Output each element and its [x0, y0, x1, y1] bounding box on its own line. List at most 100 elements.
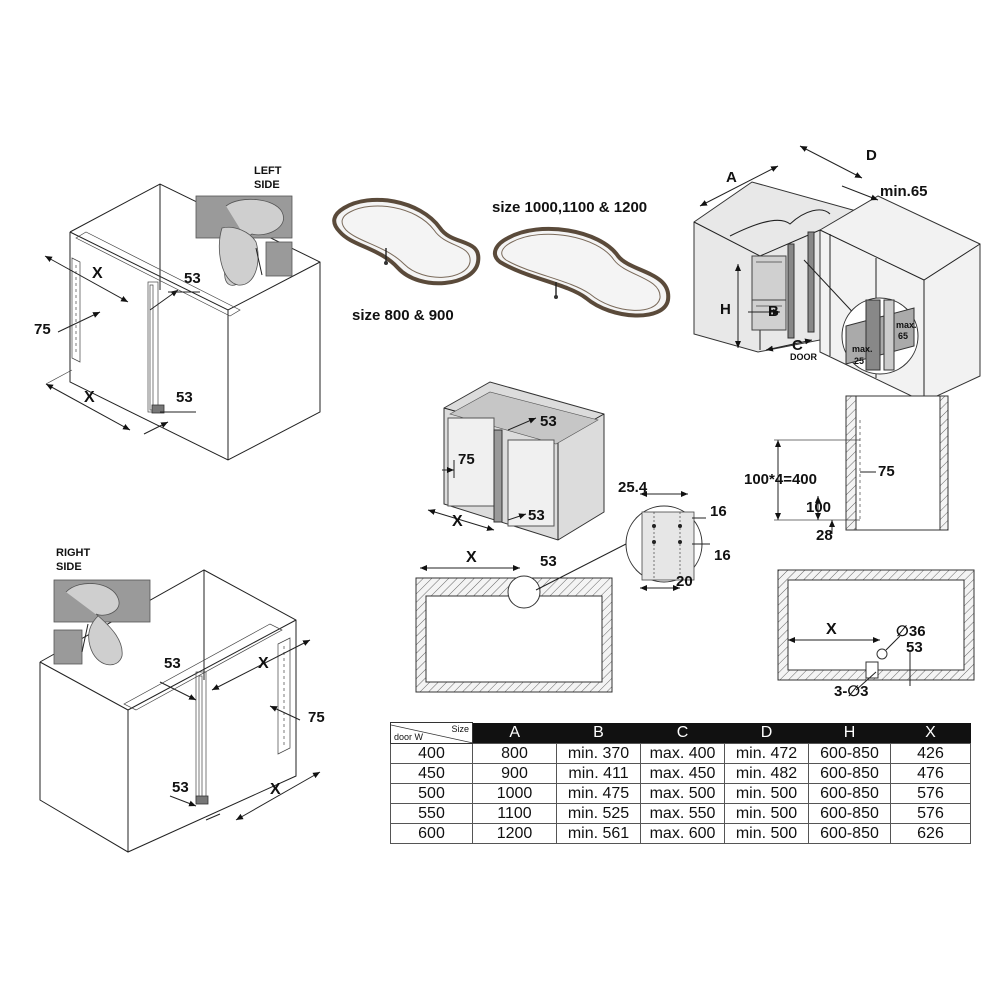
dim-53-right-top: 53 [164, 655, 181, 672]
table-cell: 600-850 [808, 783, 891, 804]
dim-x-center: X [452, 513, 463, 530]
table-cell: 1100 [472, 803, 557, 824]
table-row: 550 1100 min. 525 max. 550 min. 500 600-… [390, 803, 971, 824]
right-side-label-1: RIGHT [56, 547, 91, 559]
table-cell: min. 561 [556, 823, 641, 844]
tray-small: size 800 & 900 [332, 197, 481, 324]
table-cell: min. 500 [724, 823, 809, 844]
dim-min65: min.65 [880, 183, 928, 200]
dim-53-left-bottom: 53 [176, 389, 193, 406]
dim-53-right-bottom: 53 [172, 779, 189, 796]
dim-16-top: 16 [710, 503, 727, 520]
col-header-C: C [640, 722, 725, 744]
table-cell: 626 [890, 823, 971, 844]
size-large-caption: size 1000,1100 & 1200 [492, 199, 647, 216]
col-header-A: A [472, 722, 557, 744]
col-header-X: X [890, 722, 971, 744]
dim-100-side: 100 [806, 499, 831, 516]
table-cell: 600-850 [808, 743, 891, 764]
dim-16-bottom: 16 [714, 547, 731, 564]
dim-53-left-top: 53 [184, 270, 201, 287]
max65-label-a: max. [896, 320, 917, 330]
dim-B: B [768, 303, 779, 320]
table-cell: 1200 [472, 823, 557, 844]
table-cell: max. 500 [640, 783, 725, 804]
dim-H: H [720, 301, 731, 318]
dim-53-center-bottom: 53 [528, 507, 545, 524]
table-cell: 600-850 [808, 803, 891, 824]
dim-3x3: 3-∅3 [834, 683, 869, 700]
dim-x-left-bottom: X [84, 389, 95, 406]
table-cell: 576 [890, 783, 971, 804]
tray-large: size 1000,1100 & 1200 [492, 199, 671, 318]
dim-28-side: 28 [816, 527, 833, 544]
right-side-label-2: SIDE [56, 561, 82, 573]
table-cell: min. 525 [556, 803, 641, 824]
left-side-label-2: SIDE [254, 179, 280, 191]
dim-x-section: X [466, 549, 477, 566]
dim-D: D [866, 147, 877, 164]
section-view-side: 100*4=400 75 100 28 [744, 395, 949, 544]
table-cell: max. 600 [640, 823, 725, 844]
dim-53-section: 53 [540, 553, 557, 570]
table-cell: min. 500 [724, 783, 809, 804]
dim-25-4: 25.4 [618, 479, 648, 496]
table-row: 400 800 min. 370 max. 400 min. 472 600-8… [390, 743, 971, 764]
center-cabinet: 53 75 X 53 [427, 381, 605, 541]
table-cell: 400 [390, 743, 473, 764]
dim-x-left-top: X [92, 265, 103, 282]
table-row: 600 1200 min. 561 max. 600 min. 500 600-… [390, 823, 971, 844]
size-small-caption: size 800 & 900 [352, 307, 454, 324]
section-view-top: X ∅36 53 3-∅3 [777, 569, 975, 700]
dim-C: C [792, 337, 803, 354]
max65-label-b: 65 [898, 331, 908, 341]
hole-detail: 25.4 16 16 20 [618, 479, 731, 591]
dim-A: A [726, 169, 737, 186]
corner-size-label: Size [451, 724, 469, 734]
table-cell: 900 [472, 763, 557, 784]
table-cell: max. 550 [640, 803, 725, 824]
dim-x-right-bottom: X [270, 781, 281, 798]
dim-36: ∅36 [896, 623, 926, 640]
dim-75-side: 75 [878, 463, 895, 480]
table-cell: 576 [890, 803, 971, 824]
table-cell: min. 411 [556, 763, 641, 784]
table-cell: min. 500 [724, 803, 809, 824]
dim-x-top: X [826, 621, 837, 638]
dim-75-center: 75 [458, 451, 475, 468]
table-cell: 600-850 [808, 823, 891, 844]
table-cell: max. 400 [640, 743, 725, 764]
table-cell: 500 [390, 783, 473, 804]
max25-label-b: 25 [854, 356, 864, 366]
corner-cabinet-iso: A D min.65 H B C DOOR max. 65 max. 25 [693, 145, 981, 403]
table-cell: 476 [890, 763, 971, 784]
table-cell: 800 [472, 743, 557, 764]
table-cell: max. 450 [640, 763, 725, 784]
dim-100x4: 100*4=400 [744, 471, 817, 488]
door-label: DOOR [790, 352, 818, 362]
table-cell: 1000 [472, 783, 557, 804]
corner-diagonal [391, 724, 473, 744]
table-corner-cell: Size door W [390, 722, 473, 744]
dim-75-left: 75 [34, 321, 51, 338]
right-side-cabinet: 53 X 75 53 X RIGHT SIDE [39, 547, 325, 853]
table-cell: 426 [890, 743, 971, 764]
left-side-cabinet: X 53 75 X 53 LEFT SIDE [34, 165, 321, 461]
dim-53-center-top: 53 [540, 413, 557, 430]
dim-20: 20 [676, 573, 693, 590]
spec-table: Size door W A B C D H X 400 800 min. 370… [390, 722, 971, 844]
dim-53-top: 53 [906, 639, 923, 656]
dim-x-right-top: X [258, 655, 269, 672]
table-cell: min. 370 [556, 743, 641, 764]
table-cell: min. 482 [724, 763, 809, 784]
table-cell: 550 [390, 803, 473, 824]
table-cell: 600-850 [808, 763, 891, 784]
table-row: 500 1000 min. 475 max. 500 min. 500 600-… [390, 783, 971, 804]
table-cell: min. 472 [724, 743, 809, 764]
table-cell: 450 [390, 763, 473, 784]
left-side-label-1: LEFT [254, 165, 282, 177]
table-cell: 600 [390, 823, 473, 844]
table-cell: min. 475 [556, 783, 641, 804]
table-header-row: Size door W A B C D H X [390, 722, 971, 744]
